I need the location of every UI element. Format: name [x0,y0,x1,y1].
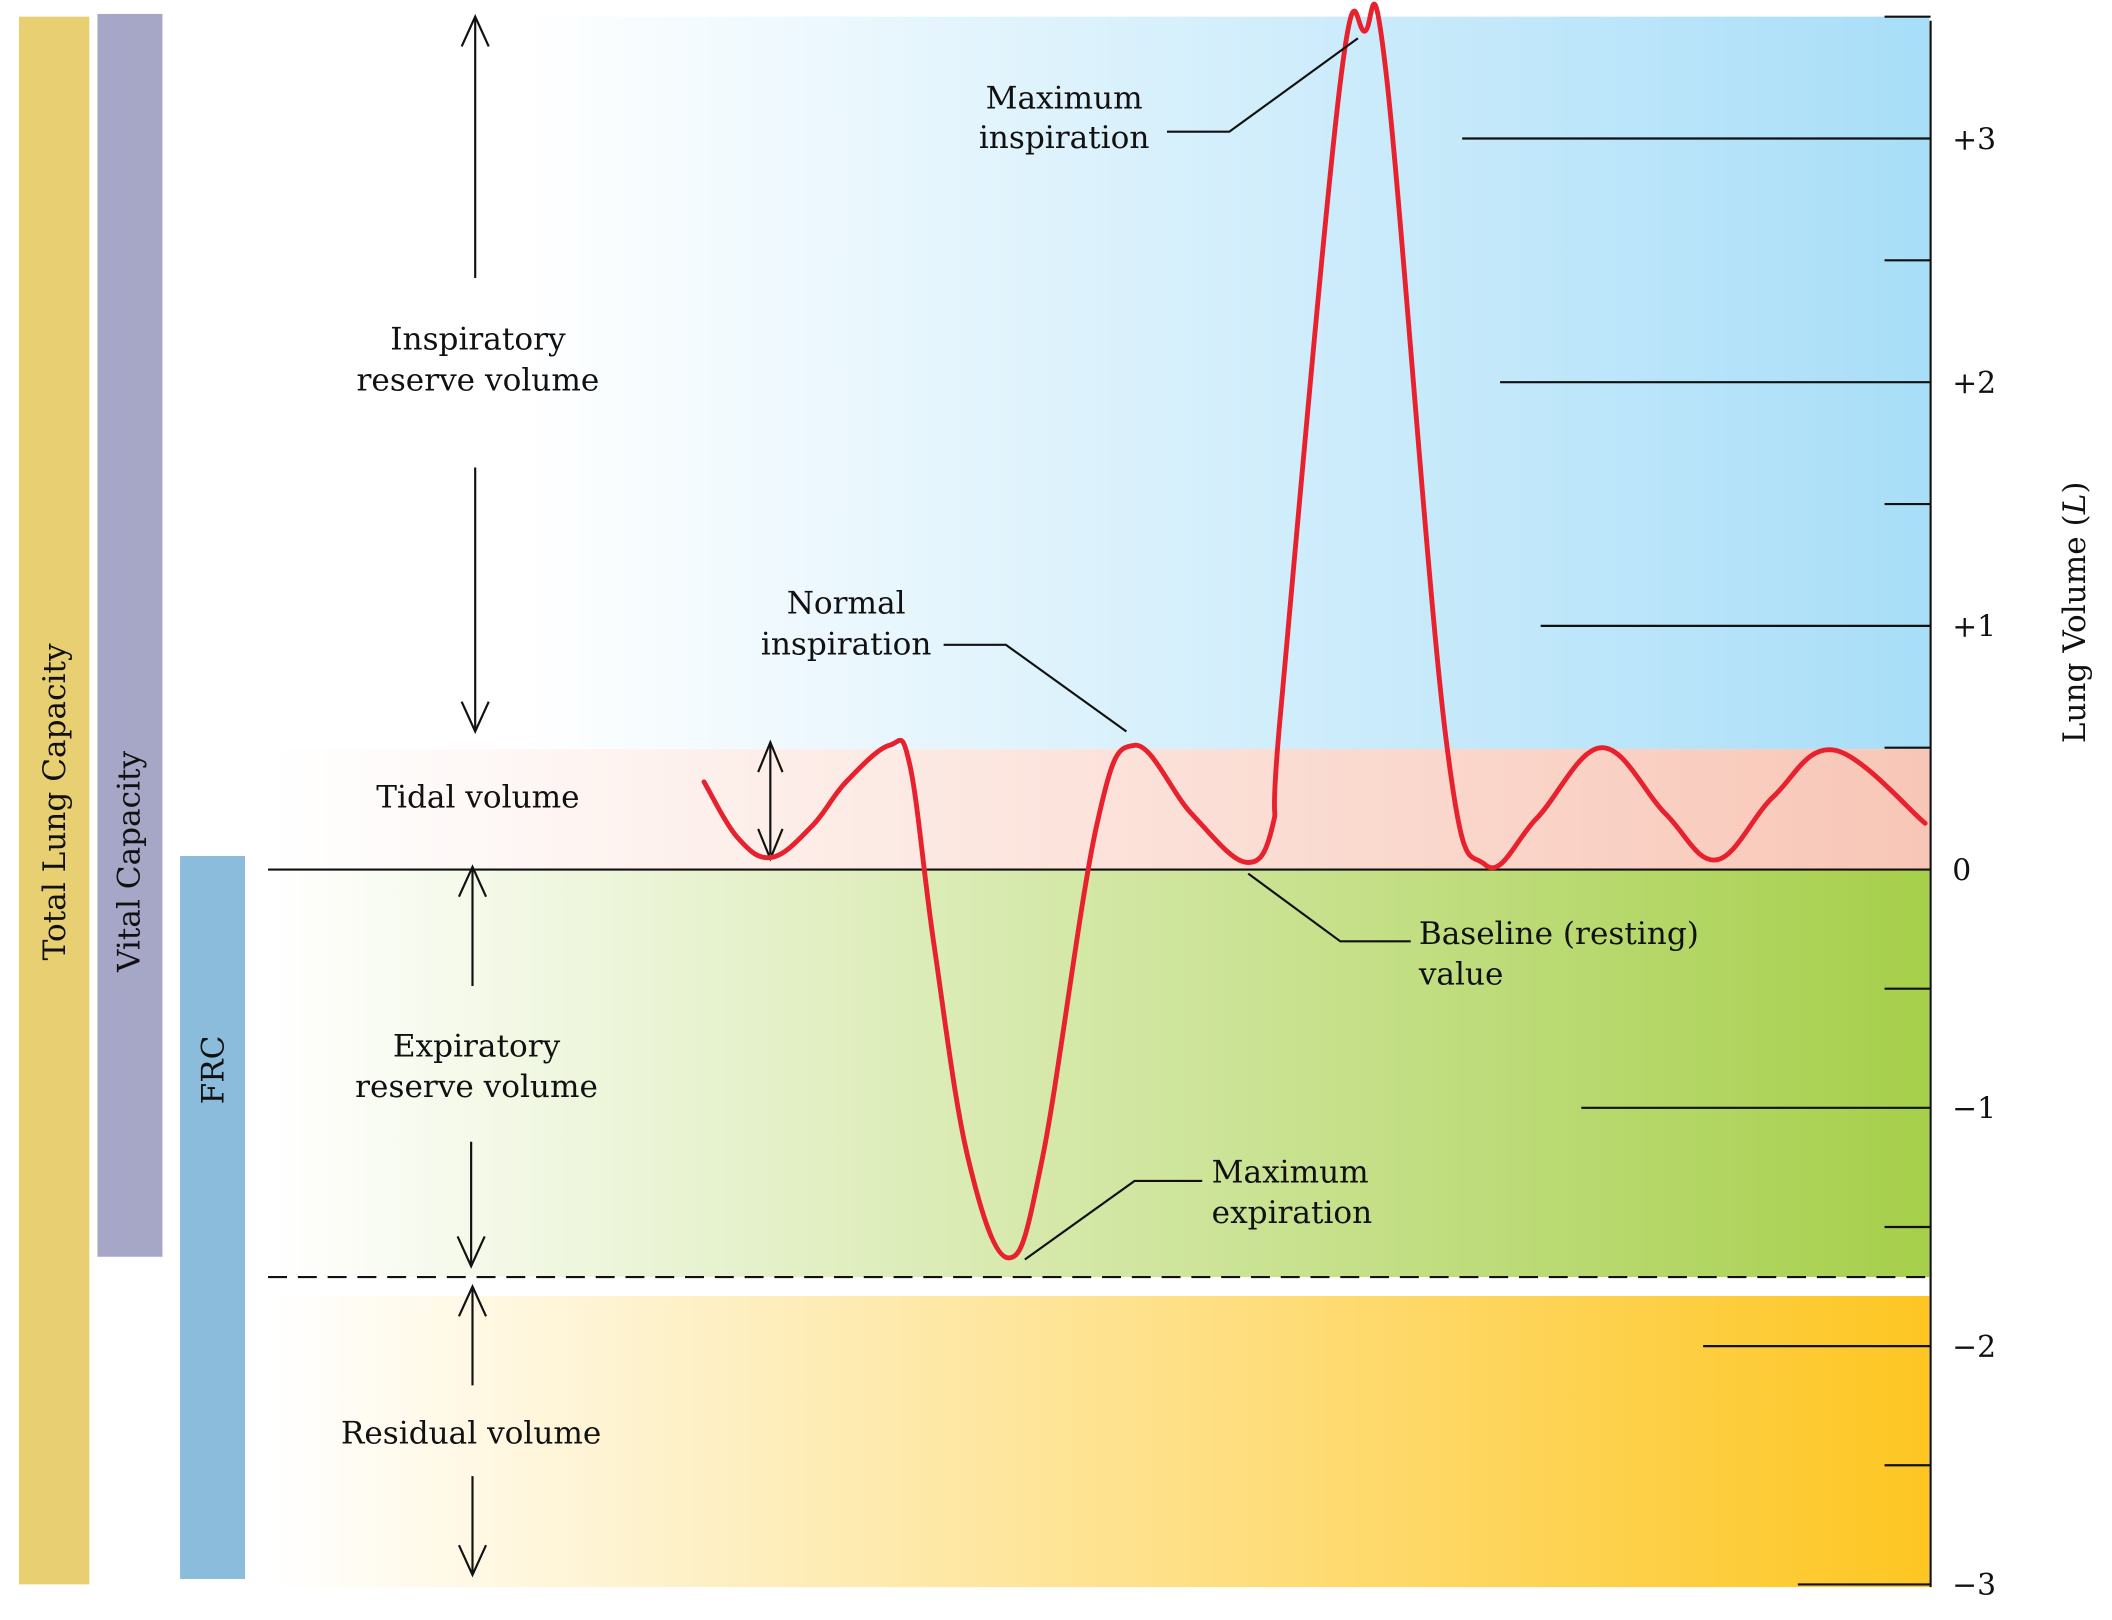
vital-capacity-bar [97,13,163,1257]
frc-bar [180,856,246,1579]
y-tick-label: +2 [1952,366,1996,401]
y-axis-ticks: +3 +2 +1 0 −1 −2 −3 [1462,15,1996,1603]
lung-volume-trace [701,1,1928,1261]
baseline-leader [1247,872,1411,943]
y-axis-title: Lung Volume (L) [2057,481,2093,743]
rv-arrows [457,1283,488,1578]
max-inspiration-leader [1167,37,1359,133]
y-tick-label: −2 [1952,1330,1996,1365]
vital-capacity-label: Vital Capacity [111,750,147,973]
frc-label: FRC [195,1036,231,1105]
total-lung-capacity-bar [18,16,90,1585]
rv-label: Residual volume [341,1416,601,1452]
rv-region [270,1296,1930,1588]
y-tick-label: −3 [1952,1568,1996,1603]
y-tick-label: +1 [1952,610,1996,645]
erv-region [270,869,1930,1278]
baseline-label: Baseline (resting)value [1418,916,1699,993]
y-tick-label: +3 [1952,122,1996,157]
normal-inspiration-leader [943,643,1128,733]
total-lung-capacity-label: Total Lung Capacity [37,643,73,960]
y-tick-label: −1 [1952,1092,1996,1127]
y-tick-label: 0 [1952,853,1971,888]
irv-arrows [460,14,490,735]
erv-arrows [456,864,488,1269]
max-expiration-leader [1024,1179,1203,1261]
tidal-volume-label: Tidal volume [376,779,579,815]
